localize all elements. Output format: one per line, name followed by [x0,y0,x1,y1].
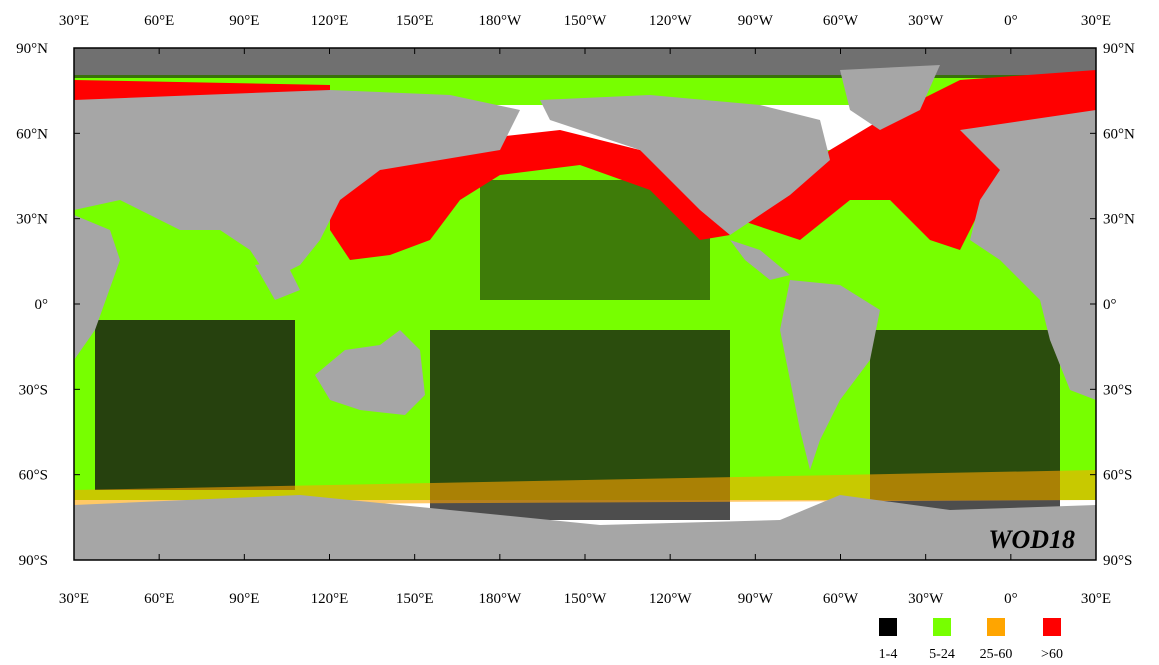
lon-label-bottom: 180°W [479,591,522,607]
lon-label-bottom: 150°W [564,591,607,607]
legend-label: 25-60 [980,647,1013,662]
legend: 1-4 5-24 25-60 >60 [879,618,1063,662]
lon-labels-bottom: 30°E 60°E 90°E 120°E 150°E 180°W 150°W 120°W 90°… [59,591,1111,607]
dense-north-atlantic [740,70,1096,250]
land-australia [315,330,425,415]
land-africa-south [1040,300,1096,400]
lon-label-bottom: 90°W [738,591,774,607]
legend-swatch [1043,618,1061,636]
lon-label-top: 60°W [823,13,859,29]
lon-label-top: 90°E [229,13,259,29]
land-europe-africa-west [960,110,1096,300]
lon-label-top: 0° [1004,13,1018,29]
lat-label-left: 60°S [19,468,48,484]
dataset-label: WOD18 [988,525,1075,554]
lat-label-right: 90°N [1103,41,1135,57]
lat-label-right: 0° [1103,297,1117,313]
lon-label-top: 30°E [1081,13,1111,29]
land-eurasia [74,90,520,280]
lon-label-bottom: 30°W [908,591,944,607]
lat-label-left: 60°N [16,126,48,142]
lat-label-right: 30°N [1103,212,1135,228]
axis-ticks [73,47,1097,561]
lat-label-right: 30°S [1103,382,1132,398]
legend-label: >60 [1041,647,1063,662]
lat-label-left: 90°S [19,553,48,569]
lon-label-bottom: 60°W [823,591,859,607]
land-africa-east [74,215,120,360]
lon-label-bottom: 120°E [311,591,349,607]
lon-label-top: 120°W [649,13,692,29]
lon-label-bottom: 120°W [649,591,692,607]
lat-label-right: 90°S [1103,553,1132,569]
lon-label-bottom: 150°E [396,591,434,607]
land-south-america [780,280,880,470]
lat-label-right: 60°S [1103,468,1132,484]
sparse-indian-ocean [95,320,295,490]
legend-item: 5-24 [929,618,955,662]
lon-label-top: 120°E [311,13,349,29]
map-area [74,48,1096,560]
land-layer [74,65,1096,560]
lon-label-top: 30°E [59,13,89,29]
land-antarctica [74,495,1096,560]
lon-label-top: 150°E [396,13,434,29]
land-central-america [730,240,790,280]
lon-label-bottom: 60°E [144,591,174,607]
lon-label-top: 90°W [738,13,774,29]
lon-labels-top: 30°E 60°E 90°E 120°E 150°E 180°W 150°W 120°W 90°… [59,13,1111,29]
legend-item: 25-60 [980,618,1013,662]
lat-label-left: 30°N [16,212,48,228]
lon-label-bottom: 90°E [229,591,259,607]
legend-item: 1-4 [879,618,898,662]
lon-label-top: 30°W [908,13,944,29]
lon-label-bottom: 30°E [1081,591,1111,607]
legend-label: 5-24 [929,647,955,662]
legend-label: 1-4 [879,647,898,662]
land-north-america [540,95,830,235]
lat-labels-right: 90°N 60°N 30°N 0° 30°S 60°S 90°S [1103,41,1135,569]
land-se-asia [255,260,300,300]
lon-label-top: 180°W [479,13,522,29]
lat-label-right: 60°N [1103,126,1135,142]
legend-swatch [879,618,897,636]
lat-label-left: 30°S [19,382,48,398]
legend-swatch [987,618,1005,636]
legend-item: >60 [1041,618,1063,662]
lat-labels-left: 90°N 60°N 30°N 0° 30°S 60°S 90°S [16,41,48,569]
lon-label-bottom: 30°E [59,591,89,607]
legend-swatch [933,618,951,636]
dense-north-pacific [330,130,730,260]
lon-label-bottom: 0° [1004,591,1018,607]
land-greenland [840,65,940,130]
lon-label-top: 150°W [564,13,607,29]
lon-label-top: 60°E [144,13,174,29]
lat-label-left: 0° [35,297,49,313]
lat-label-left: 90°N [16,41,48,57]
